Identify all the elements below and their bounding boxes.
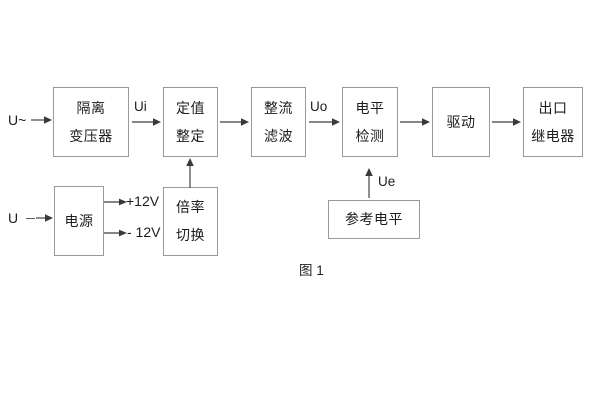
block-line: 变压器 xyxy=(69,127,113,144)
arrow-ac-to-isolation-transformer xyxy=(31,114,53,126)
arrow-rail-negative xyxy=(104,227,128,239)
block-power-supply[interactable]: 电源 xyxy=(54,186,104,256)
rail-label-negative: - 12V xyxy=(127,224,161,240)
block-line: 继电器 xyxy=(531,127,575,144)
block-output-relay[interactable]: 出口 继电器 xyxy=(523,87,583,157)
block-line: 电平 xyxy=(355,99,385,116)
arrow-rectify-to-level-detect xyxy=(309,116,341,128)
input-label-dc: U xyxy=(8,210,19,226)
arrow-dc-to-power-supply xyxy=(36,212,54,224)
block-line: 隔离 xyxy=(76,99,106,116)
arrow-rail-positive xyxy=(104,196,128,208)
block-line: 倍率 xyxy=(176,199,205,216)
block-rectify-filter[interactable]: 整流 滤波 xyxy=(251,87,306,157)
input-label-ac: U~ xyxy=(8,112,27,128)
block-multiplier-switch[interactable]: 倍率 切换 xyxy=(163,187,218,256)
figure-caption: 图 1 xyxy=(299,263,324,278)
block-line: 出口 xyxy=(538,99,568,116)
block-line: 参考电平 xyxy=(345,211,403,228)
block-drive[interactable]: 驱动 xyxy=(432,87,490,157)
arrow-drive-to-output-relay xyxy=(492,116,522,128)
block-line: 切换 xyxy=(176,227,205,243)
block-reference-level[interactable]: 参考电平 xyxy=(328,200,420,239)
arrow-isolation-to-setting xyxy=(132,116,162,128)
block-setting-value[interactable]: 定值 整定 xyxy=(163,87,218,157)
arrow-setting-to-rectify xyxy=(220,116,250,128)
block-line: 定值 xyxy=(176,99,205,116)
arrow-multiplier-to-setting xyxy=(184,157,196,188)
arrow-level-detect-to-drive xyxy=(400,116,431,128)
arrow-reference-to-level-detect xyxy=(363,167,375,198)
block-line: 驱动 xyxy=(446,113,476,130)
signal-label-uo: Uo xyxy=(310,99,328,114)
block-line: 检测 xyxy=(355,127,385,144)
signal-label-ui: Ui xyxy=(134,99,147,114)
block-line: 滤波 xyxy=(264,127,293,144)
dc-symbol-dash-icon xyxy=(26,218,35,219)
rail-label-positive: +12V xyxy=(126,193,160,209)
block-level-detect[interactable]: 电平 检测 xyxy=(342,87,398,157)
block-line: 整定 xyxy=(176,127,205,144)
block-line: 电源 xyxy=(64,212,94,229)
signal-label-ue: Ue xyxy=(378,174,396,189)
block-line: 整流 xyxy=(264,99,293,116)
block-isolation-transformer[interactable]: 隔离 变压器 xyxy=(53,87,129,157)
